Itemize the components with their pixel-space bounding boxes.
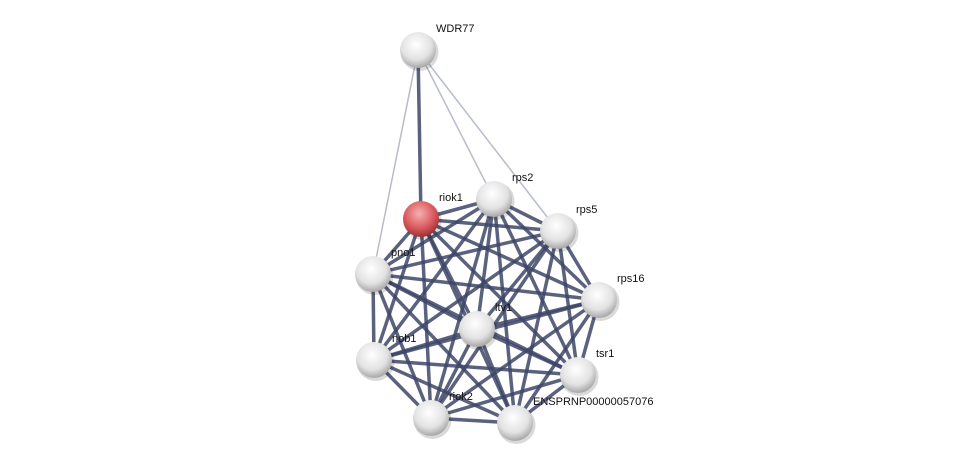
node-rps5[interactable]: rps5	[540, 204, 597, 252]
node-label: rps5	[576, 204, 597, 216]
node-riok1[interactable]: riok1	[403, 192, 463, 240]
node-WDR77[interactable]: WDR77	[400, 23, 475, 71]
node-sphere[interactable]	[413, 400, 449, 436]
node-label: pno1	[391, 247, 415, 259]
node-label: ENSPRNP00000057076	[533, 396, 653, 408]
node-nob1[interactable]: nob1	[356, 333, 416, 381]
edge-pno1-ENSPRNP00000057076[interactable]	[371, 272, 517, 425]
node-label: rps2	[512, 172, 533, 184]
node-label: WDR77	[436, 23, 475, 35]
node-sphere[interactable]	[356, 342, 392, 378]
node-rps16[interactable]: rps16	[581, 273, 645, 321]
node-label: tsr1	[596, 348, 614, 360]
edge-rps5-ltv1[interactable]	[475, 229, 560, 331]
edge-rps2-tsr1[interactable]	[492, 198, 580, 376]
edge-WDR77-rps2[interactable]	[417, 49, 495, 200]
node-ENSPRNP00000057076[interactable]: ENSPRNP00000057076	[497, 396, 653, 444]
node-sphere[interactable]	[540, 213, 576, 249]
node-rps2[interactable]: rps2	[476, 172, 533, 220]
node-label: ltv1	[495, 302, 512, 314]
edge-nob1-tsr1[interactable]	[373, 358, 579, 377]
edge-ltv1-tsr1[interactable]	[476, 327, 579, 377]
node-tsr1[interactable]: tsr1	[560, 348, 614, 396]
edge-nob1-ENSPRNP00000057076[interactable]	[373, 358, 516, 425]
edge-rps16-ENSPRNP00000057076[interactable]	[513, 299, 601, 424]
edge-WDR77-riok1[interactable]	[416, 49, 423, 220]
node-sphere[interactable]	[497, 405, 533, 441]
node-sphere[interactable]	[400, 32, 436, 68]
node-pno1[interactable]: pno1	[355, 247, 415, 295]
edge-rps2-pno1[interactable]	[372, 197, 495, 276]
node-label: riok1	[439, 192, 463, 204]
edge-tsr1-riok2[interactable]	[430, 373, 579, 420]
edge-riok1-rps16[interactable]	[420, 217, 600, 302]
edge-rps5-tsr1[interactable]	[556, 230, 580, 376]
edge-rps2-ltv1[interactable]	[475, 198, 496, 330]
edge-rps2-riok2[interactable]	[429, 198, 496, 419]
node-sphere[interactable]	[403, 201, 439, 237]
node-sphere[interactable]	[476, 181, 512, 217]
edge-riok1-nob1[interactable]	[372, 218, 423, 361]
node-sphere[interactable]	[560, 357, 596, 393]
node-label: rps16	[617, 273, 645, 285]
edge-rps5-nob1[interactable]	[372, 229, 560, 362]
node-sphere[interactable]	[459, 311, 495, 347]
edge-rps5-pno1[interactable]	[372, 229, 559, 276]
node-ltv1[interactable]: ltv1	[459, 302, 512, 350]
edge-WDR77-rps5[interactable]	[417, 49, 559, 232]
node-label: riok2	[449, 391, 473, 403]
edge-riok1-riok2[interactable]	[419, 218, 433, 419]
node-sphere[interactable]	[355, 256, 391, 292]
edge-pno1-rps16[interactable]	[372, 272, 600, 302]
node-sphere[interactable]	[581, 282, 617, 318]
node-label: nob1	[392, 333, 416, 345]
node-riok2[interactable]: riok2	[413, 391, 473, 439]
edge-pno1-riok2[interactable]	[371, 273, 433, 419]
edge-WDR77-pno1[interactable]	[372, 49, 419, 275]
edge-riok1-tsr1[interactable]	[419, 217, 580, 377]
